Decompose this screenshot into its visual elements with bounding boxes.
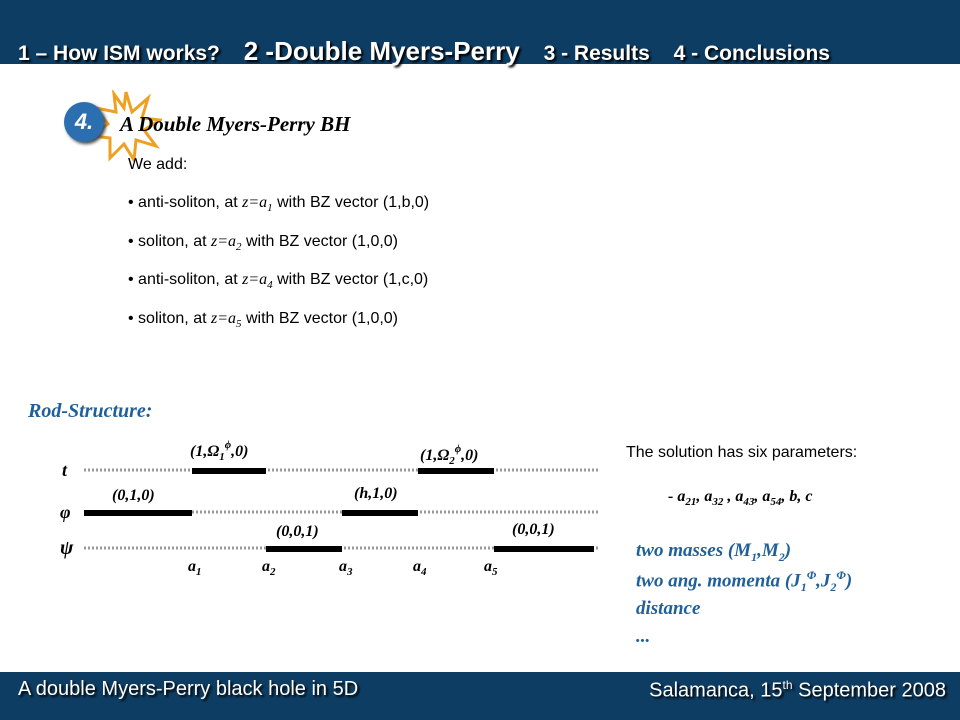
rod-label-t-1: (1,Ω1ϕ,0) <box>190 439 248 463</box>
bullet-item: • anti-soliton, at z=a4 with BZ vector (… <box>128 271 429 292</box>
footer-bar <box>0 672 960 720</box>
z-position: z=a5 <box>210 310 242 331</box>
bullet-item: • anti-soliton, at z=a1 with BZ vector (… <box>128 194 430 215</box>
header-bar <box>0 0 960 64</box>
rod-label-t-2: (1,Ω2ϕ,0) <box>420 443 478 467</box>
point-a4: a4 <box>413 558 427 578</box>
bullet-item: • soliton, at z=a5 with BZ vector (1,0,0… <box>128 310 399 331</box>
rod-psi-1 <box>266 546 342 552</box>
summary-masses: two masses (M1,M2) <box>636 540 792 564</box>
rod-label-psi-1: (0,0,1) <box>276 523 319 540</box>
summary-momenta: two ang. momenta (J1Φ,J2Φ) <box>636 568 853 595</box>
rod-t-2 <box>418 468 494 474</box>
nav-item-results[interactable]: 3 - Results <box>543 42 650 65</box>
z-position: z=a4 <box>242 271 273 292</box>
nav-item-double-myers-perry[interactable]: 2 -Double Myers-Perry <box>243 36 520 66</box>
parameters-list: - a21, a32 , a43, a54, b, c <box>668 488 813 509</box>
summary-ellipsis: ... <box>636 626 651 647</box>
nav-item-conclusions[interactable]: 4 - Conclusions <box>673 42 830 65</box>
bullet-item: • soliton, at z=a2 with BZ vector (1,0,0… <box>128 233 399 254</box>
rod-phi-1 <box>84 510 192 516</box>
rod-structure-diagram: t φ ψ (1,Ω1ϕ,0) (1,Ω2ϕ,0) (0,1,0) (h,1,0… <box>60 439 600 578</box>
point-a5: a5 <box>484 558 498 578</box>
phi-axis-label: φ <box>60 502 71 522</box>
intro-text: We add: <box>128 156 188 173</box>
rod-label-phi-2: (h,1,0) <box>354 485 398 502</box>
t-axis-label: t <box>62 460 68 480</box>
footer-location-date: Salamanca, 15th September 2008 <box>649 678 946 702</box>
rod-psi-2 <box>494 546 594 552</box>
section-navigation: 1 – How ISM works? 2 -Double Myers-Perry… <box>18 36 848 67</box>
rod-structure-title: Rod-Structure: <box>28 400 153 422</box>
summary-distance: distance <box>636 598 701 619</box>
rod-phi-2 <box>342 510 418 516</box>
starburst-icon <box>90 90 162 162</box>
z-position: z=a2 <box>210 233 242 254</box>
rod-label-phi-1: (0,1,0) <box>112 487 155 504</box>
psi-axis-label: ψ <box>60 537 74 559</box>
z-position: z=a1 <box>242 194 273 215</box>
rod-label-psi-2: (0,0,1) <box>512 521 555 538</box>
nav-item-how-ism-works[interactable]: 1 – How ISM works? <box>18 42 220 65</box>
point-a3: a3 <box>339 558 353 578</box>
footer-title: A double Myers-Perry black hole in 5D <box>18 678 359 700</box>
parameters-intro: The solution has six parameters: <box>626 444 858 461</box>
point-a1: a1 <box>188 558 202 578</box>
section-title: A Double Myers-Perry BH <box>120 112 351 136</box>
section-number-badge: 4. <box>64 102 104 142</box>
rod-t-1 <box>192 468 266 474</box>
point-a2: a2 <box>262 558 276 578</box>
